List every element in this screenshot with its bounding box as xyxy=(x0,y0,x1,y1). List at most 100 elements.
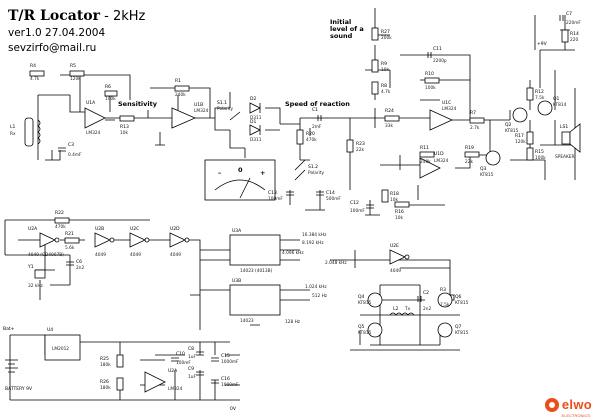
d1-name: D1 xyxy=(250,119,256,125)
r20-name: R20 xyxy=(306,131,315,137)
capacitor-c1 xyxy=(317,115,322,121)
r6-value: 100k xyxy=(105,96,116,102)
c15-name: C15 xyxy=(221,353,230,359)
q2-value: KT815 xyxy=(505,128,519,134)
q4-name: Q4 xyxy=(358,294,365,300)
q6-name: Q6 xyxy=(455,294,462,300)
inverter-u2c xyxy=(129,232,146,248)
c8-value: 1uF xyxy=(188,354,196,360)
c12-value: 100mF xyxy=(350,208,365,214)
r27-name: R27 xyxy=(381,29,390,35)
c10-name: C10 xyxy=(176,351,185,357)
meter-zero: 0 xyxy=(238,166,243,174)
capacitors xyxy=(58,15,564,384)
resistor-r23 xyxy=(346,139,354,153)
inverter-bubble xyxy=(109,237,115,243)
u2c-value: 4049 xyxy=(130,252,141,258)
r14-name: R14 xyxy=(570,31,579,37)
capacitor-c2 xyxy=(417,296,422,302)
freq-label: 128 Hz xyxy=(285,319,301,325)
r12-value: 7.5k xyxy=(535,95,545,101)
c7-value: 220mF xyxy=(566,20,581,26)
ls1-value: SPEAKER xyxy=(555,154,575,160)
c9-value: 1uF xyxy=(188,374,196,380)
c1-value: 2mF xyxy=(312,124,322,130)
u1d-value: LM324 xyxy=(434,158,449,164)
s1-2-name: S1.2 xyxy=(308,164,318,170)
crystal-y1 xyxy=(34,269,46,279)
u2a-gate-name: U2A xyxy=(28,226,38,232)
brand-logo: elwo ELECTRONICS xyxy=(544,397,592,418)
r7-name: R7 xyxy=(470,110,476,116)
r1-name: R1 xyxy=(175,78,181,84)
meter-needle xyxy=(239,177,251,199)
resistor-r22 xyxy=(54,217,70,224)
u3b-name: U3B xyxy=(232,278,241,284)
d2-name: D2 xyxy=(250,96,256,102)
inverter-bubble xyxy=(54,237,60,243)
logo-tagline: ELECTRONICS xyxy=(561,413,590,418)
u2d-name: U2D xyxy=(170,226,180,232)
freq-label: 512 Hz xyxy=(312,293,328,299)
capacitor-c15 xyxy=(211,357,219,362)
u1d-name: U1D xyxy=(434,151,444,157)
r10-value: 100k xyxy=(425,85,436,91)
r13-name: R13 xyxy=(120,124,129,130)
r18-value: 10k xyxy=(390,197,398,203)
u1a-value: LM324 xyxy=(86,130,101,136)
r20-value: 470k xyxy=(306,137,317,143)
u4-value: LM2012 xyxy=(52,346,69,352)
r27-value: 200k xyxy=(381,35,392,41)
op-amps xyxy=(84,107,453,393)
diode-d1 xyxy=(249,124,261,136)
freq-label: 1.024 kHz xyxy=(305,284,327,290)
speaker-cone xyxy=(569,123,581,153)
l1-name: L1 xyxy=(10,124,16,130)
resistor-r20 xyxy=(296,129,304,145)
c13-value: 100mF xyxy=(268,196,283,202)
speed-of-reaction-label: Speed of reaction xyxy=(285,100,350,108)
r5-name: R5 xyxy=(70,63,76,69)
c16-value: 1000mF xyxy=(221,382,239,388)
r9-name: R9 xyxy=(381,61,387,67)
meter-minus: – xyxy=(218,169,221,177)
inverter-u2d xyxy=(169,232,186,248)
c14-value: 500mF xyxy=(326,196,341,202)
resistor-r8 xyxy=(371,81,379,95)
coil-core xyxy=(24,117,34,147)
s1-1-value: Polarity xyxy=(217,106,234,112)
r16-value: 10k xyxy=(395,215,403,221)
resistor-r27 xyxy=(371,27,379,41)
wires xyxy=(4,8,576,401)
resistor-r21 xyxy=(64,237,80,244)
u3b-value: 14023 xyxy=(240,318,254,324)
transistor-q2 xyxy=(512,107,528,123)
resistor-r11 xyxy=(419,151,435,158)
transistor-q7 xyxy=(437,322,453,338)
switch-s1-1 xyxy=(229,111,241,121)
capacitor-c8 xyxy=(196,351,204,356)
c13-name: C13 xyxy=(268,190,277,196)
c6-value: 2n2 xyxy=(76,265,84,271)
r26-value: 180k xyxy=(100,385,111,391)
r10-name: R10 xyxy=(425,71,434,77)
q5-name: Q5 xyxy=(358,324,365,330)
u1c-value: LM324 xyxy=(442,106,457,112)
r1-value: 240k xyxy=(175,92,186,98)
author-email: sevzirfo@mail.ru xyxy=(8,42,97,54)
u4-name: U4 xyxy=(47,327,53,333)
u2b-name: U2B xyxy=(95,226,104,232)
resistor-r26 xyxy=(116,377,124,391)
ls1-name: LS1 xyxy=(560,124,568,130)
s1-2-value: Polarity xyxy=(308,170,325,176)
l2-value: Tx xyxy=(404,306,411,312)
r3-name: R3 xyxy=(440,287,446,293)
transistor-q3 xyxy=(485,150,501,166)
capacitor-c14 xyxy=(316,191,324,196)
r9-value: 10k xyxy=(381,67,389,73)
r5-value: 120k xyxy=(70,76,81,82)
c16-name: C16 xyxy=(221,376,230,382)
opamp-u1d xyxy=(419,157,441,179)
r15-value: 100k xyxy=(535,155,546,161)
